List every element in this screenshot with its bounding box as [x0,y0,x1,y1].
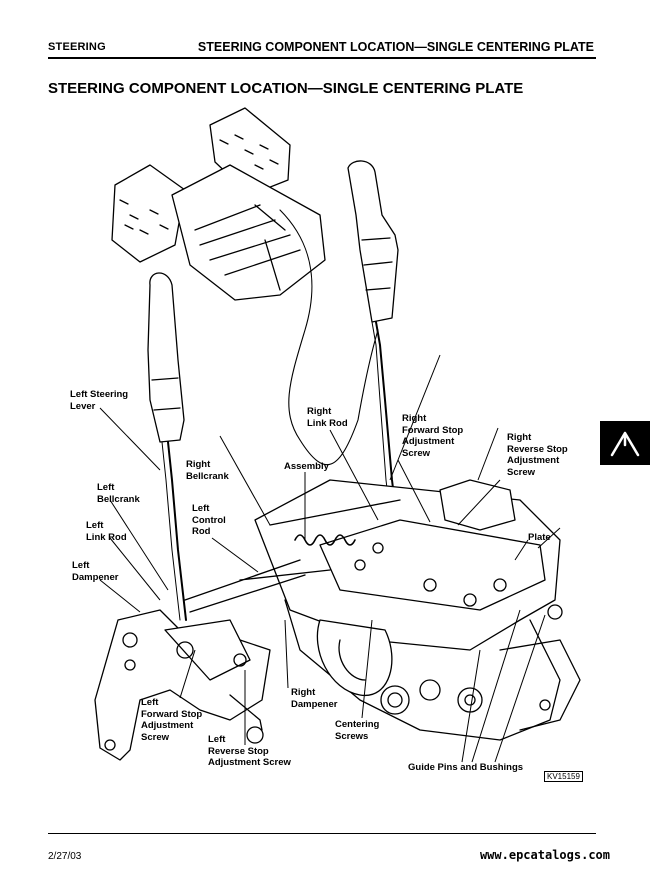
label-left-link-rod: Left Link Rod [86,520,127,543]
header-title: STEERING COMPONENT LOCATION—SINGLE CENTE… [197,40,594,54]
left-bracket-drawing [94,609,271,761]
header-section: STEERING [48,41,106,53]
figure-id: KV15159 [544,771,583,782]
header-rule [48,57,596,59]
label-right-dampener: Right Dampener [291,687,338,710]
footer-date: 2/27/03 [48,851,82,862]
label-left-control-rod: Left Control Rod [192,503,226,537]
label-centering-screws: Centering Screws [335,719,380,742]
label-right-forward-stop: Right Forward Stop Adjustment Screw [402,413,464,459]
section-tab [600,421,650,465]
left-steering-lever-drawing [147,272,187,621]
right-steering-lever-drawing [347,160,399,531]
footer-rule [48,833,596,834]
steering-tab-icon [610,431,640,457]
label-right-reverse-stop: Right Reverse Stop Adjustment Screw [507,432,568,478]
label-right-link-rod: Right Link Rod [307,406,348,429]
label-left-forward-stop: Left Forward Stop Adjustment Screw [141,697,203,743]
label-left-reverse-stop: Left Reverse Stop Adjustment Screw [208,734,291,768]
label-left-steering-lever: Left Steering Lever [70,389,129,412]
control-cable-drawing [279,209,379,466]
label-guide-pins: Guide Pins and Bushings [408,762,524,773]
page-title: STEERING COMPONENT LOCATION—SINGLE CENTE… [48,80,524,97]
footer-url: www.epcatalogs.com [479,848,610,862]
label-left-bellcrank: Left Bellcrank [97,482,140,505]
label-plate: Plate [528,532,551,543]
transmission-body-drawing [254,479,581,741]
pedal-assembly-drawing [111,107,326,301]
label-right-bellcrank: Right Bellcrank [186,459,229,482]
link-rods-drawing [184,499,401,613]
label-assembly: Assembly [284,461,329,472]
label-left-dampener: Left Dampener [72,560,119,583]
